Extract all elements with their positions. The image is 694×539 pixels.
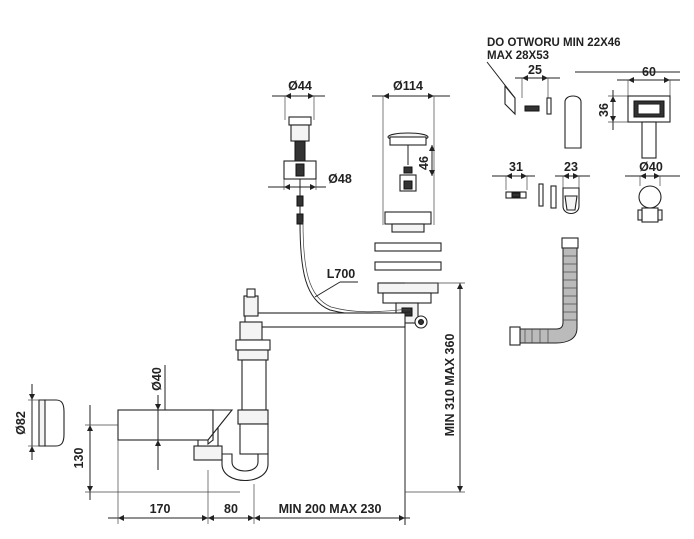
dim-80: 80 xyxy=(224,502,238,516)
remote-knob-assembly: Ø44 Ø48 xyxy=(268,79,352,225)
dimension-310-360: MIN 310 MAX 360 xyxy=(405,282,465,493)
overflow-assembly: DO OTWORU MIN 22X46 MAX 28X53 25 60 36 xyxy=(486,37,680,223)
dim-d48: Ø48 xyxy=(328,172,352,186)
dim-25: 25 xyxy=(528,63,542,77)
overflow-note-line1: DO OTWORU MIN 22X46 xyxy=(487,37,621,49)
dim-d40-overflow: Ø40 xyxy=(639,160,663,174)
dim-60: 60 xyxy=(642,65,656,79)
dim-l700: L700 xyxy=(327,267,356,281)
dim-d40-trap: Ø40 xyxy=(150,367,164,391)
rubber-connector: Ø82 xyxy=(14,384,65,460)
dim-min310-max360: MIN 310 MAX 360 xyxy=(443,334,457,437)
dim-23: 23 xyxy=(564,160,578,174)
flexible-overflow-hose xyxy=(509,237,579,346)
dim-130: 130 xyxy=(72,448,86,469)
dimension-130: 130 xyxy=(72,405,240,500)
dim-170: 170 xyxy=(150,502,171,516)
overflow-note-line2: MAX 28X53 xyxy=(487,50,549,62)
trap-assembly: Ø40 xyxy=(117,288,406,525)
bottom-dimensions: 170 80 MIN 200 MAX 230 xyxy=(108,440,410,524)
dim-36: 36 xyxy=(597,103,611,117)
dim-31: 31 xyxy=(509,160,523,174)
dim-d114: Ø114 xyxy=(393,79,423,93)
dim-min200-max230: MIN 200 MAX 230 xyxy=(279,502,382,516)
dim-d44: Ø44 xyxy=(288,79,312,93)
dim-d82: Ø82 xyxy=(14,411,28,435)
strainer-basket: Ø114 46 xyxy=(372,79,450,329)
dim-46: 46 xyxy=(417,156,431,170)
